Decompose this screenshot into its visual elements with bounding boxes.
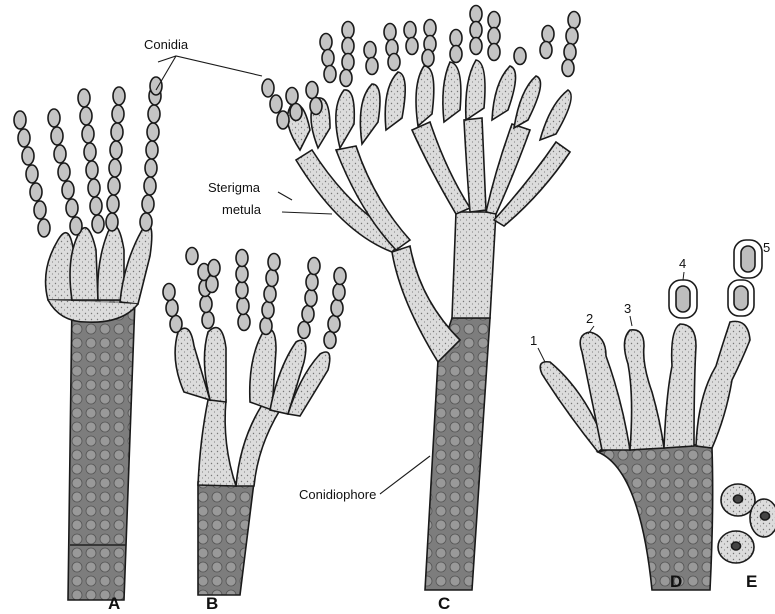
sterigma-label: Sterigma [208, 180, 260, 195]
conidiophore-stipe-b [198, 482, 254, 595]
conidiophore-label: Conidiophore [299, 487, 376, 502]
conidia-label: Conidia [144, 37, 188, 52]
stage-label-3: 3 [624, 301, 631, 316]
conidiophore-stipe-c [425, 318, 490, 590]
panel-label-e: E [746, 572, 757, 592]
panel-b-drawing [163, 248, 346, 596]
sterigma-leader [278, 192, 292, 200]
panel-label-b: B [206, 594, 218, 614]
metula-label: metula [222, 202, 261, 217]
metula-leader [282, 212, 332, 214]
stage-label-2: 2 [586, 311, 593, 326]
stage-label-4: 4 [679, 256, 686, 271]
conidiophore-stipe-a [68, 300, 135, 600]
conidium-e-3 [718, 531, 754, 563]
conidiophore-base-d [598, 443, 713, 590]
conidiophore-leader [380, 456, 430, 494]
panel-a-drawing [14, 77, 162, 600]
panel-label-d: D [670, 572, 682, 592]
conidium-e-1 [721, 484, 755, 516]
stage-ticks-d [538, 272, 684, 362]
panel-label-c: C [438, 594, 450, 614]
stage-label-5: 5 [763, 240, 770, 255]
branches-b [175, 328, 330, 486]
panel-label-a: A [108, 594, 120, 614]
conidium-e-2 [750, 499, 775, 537]
conidia-chains-a [14, 77, 162, 237]
developing-phialides-d [540, 321, 750, 452]
metulae-a [46, 226, 152, 323]
stage-label-1: 1 [530, 333, 537, 348]
panel-e-drawing [718, 484, 775, 563]
